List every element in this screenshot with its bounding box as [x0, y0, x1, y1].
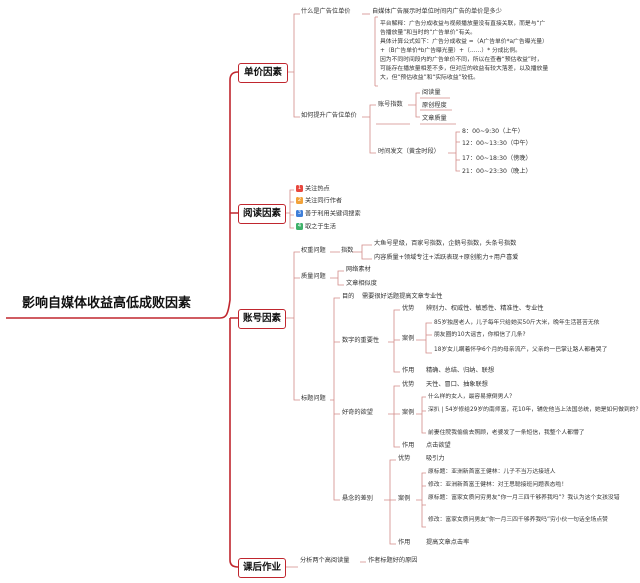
- node-effect: 作用: [398, 539, 411, 546]
- priority-4-icon: 4: [296, 223, 303, 230]
- case-6: 前妻住院我偷偷去照顾，老婆发了一条短信，我整个人都懵了: [428, 430, 585, 436]
- time-slot: 12：00~13:30（中午）: [462, 140, 532, 147]
- leaf-index-factors: 内容质量+领域专注+活跃表现+原创能力+用户喜爱: [374, 254, 519, 261]
- leaf-effect-2: 点击欲望: [426, 442, 451, 449]
- node-case: 案例: [402, 335, 415, 342]
- leaf-article-quality: 文章质量: [422, 115, 447, 122]
- homework-1: 分析两个高阅读量: [300, 557, 350, 564]
- case-1: 85岁独居老人，儿子每年只给她买50斤大米，晚年生活甚苦无依: [434, 320, 600, 326]
- node-title: 标题问题: [301, 395, 326, 402]
- node-advantage: 优势: [398, 455, 411, 462]
- root-title: 影响自媒体收益高低成败因素: [22, 296, 192, 311]
- leaf-web-material: 网络素材: [346, 266, 371, 273]
- case-3: 18岁女儿瞒着怀孕6个月的母亲流产，父亲的一巴掌让路人都看哭了: [434, 347, 608, 353]
- node-effect: 作用: [402, 367, 415, 374]
- leaf-advantage-3: 吸引力: [426, 455, 445, 462]
- node-account-index: 账号指数: [378, 101, 403, 108]
- priority-1-icon: 1: [296, 185, 303, 192]
- priority-2-icon: 2: [296, 197, 303, 204]
- case-9: 原标题：富家女质问穷男友“你一月三四千够养我吗”？我认为这个女孩没错: [428, 495, 620, 501]
- explain-line: 平台解释：广告分成收益与视频播放量没有直接关联，而是与“广: [380, 21, 546, 27]
- branch-danjia[interactable]: 单价因素: [238, 63, 288, 83]
- leaf-similarity: 文章相似度: [346, 280, 377, 287]
- case-7: 原标题：亚洲新首富王健林：儿子不当万达接班人: [428, 469, 556, 475]
- explain-line: 告播放量”和当时的“广告单价”有关。: [380, 30, 476, 36]
- node-number-importance: 数字的重要性: [342, 337, 380, 344]
- branch-yuedu[interactable]: 阅读因素: [238, 204, 286, 224]
- case-8: 修改：亚洲新首富王健林：对王思聪接班问题表态啦！: [428, 482, 568, 488]
- node-advantage: 优势: [402, 381, 415, 388]
- explain-line: 具体计算公式如下：广告分成收益 =（A广告单价*a广告曝光量）: [380, 39, 548, 45]
- node-golden-time: 时间发文（黄金时段）: [378, 148, 440, 155]
- leaf-effect-3: 提高文章点击率: [426, 539, 470, 546]
- node-effect: 作用: [402, 442, 415, 449]
- root-to-branches: [219, 71, 239, 568]
- leaf-purpose-text: 需要很好话题提高文章专业性: [362, 293, 443, 300]
- node-quality: 质量问题: [301, 273, 326, 280]
- time-slot: 8：00~9:30（上午）: [462, 128, 524, 135]
- node-index: 指数: [341, 247, 354, 254]
- priority-3-icon: 3: [296, 210, 303, 217]
- branch-kehou[interactable]: 课后作业: [238, 558, 286, 578]
- explain-line: 大，但“预估收益”和“实际收益”较低。: [380, 75, 479, 81]
- node-purpose: 目的: [342, 293, 355, 300]
- time-slot: 21：00~23:30（晚上）: [462, 168, 532, 175]
- node-advantage: 优势: [402, 305, 415, 312]
- a-what-is-price: 自媒体广告展示时单位时间内广告的单价是多少: [372, 8, 502, 15]
- leaf-effect-1: 精确、总结、归纳、联想: [426, 367, 495, 374]
- leaf-advantage-2: 天性、冒口、抽象联想: [426, 381, 488, 388]
- q-what-is-price: 什么是广告位单价: [301, 8, 351, 15]
- explain-line: 因为不同时间段内的广告单价不同，所以在查看“预估收益”时，: [380, 57, 543, 63]
- case-10: 修改：富家女质问男友“你一月三四千够养我吗”穷小伙一句话全场点赞: [428, 517, 608, 523]
- node-case: 案例: [402, 409, 415, 416]
- explain-line: +（B广告单价*b广告曝光量）+（……）* 分成比例。: [380, 48, 521, 54]
- node-curiosity: 好奇的欲望: [342, 409, 373, 416]
- q-how-raise-price: 如何提升广告位单价: [301, 112, 357, 119]
- explain-line: 可能存在播放量相差不多，但对应的收益有较大落差，以及播放量: [380, 66, 549, 72]
- case-2: 朋友圈的10大谣言，你相信了几条?: [434, 332, 526, 338]
- leaf-platform-index: 大鱼号星级，百家号指数，企鹅号指数，头条号指数: [374, 240, 517, 247]
- leaf-advantage-1: 辨别力、权威性、敏感性、精准性、专业性: [426, 305, 544, 312]
- leaf-read-volume: 阅读量: [422, 89, 441, 96]
- case-5: 深扒 | 54岁修给29岁的南师富，花10年，辅佐他当上法国总统，她是如何做到的…: [428, 407, 640, 413]
- node-case: 案例: [398, 495, 411, 502]
- homework-2: 作者标题好的原因: [368, 557, 418, 564]
- leaf-originality: 原创程度: [422, 102, 447, 109]
- branch-zhanghao[interactable]: 账号因素: [238, 309, 286, 329]
- node-weight: 权重问题: [301, 247, 326, 254]
- node-suspense: 悬念的差别: [342, 495, 373, 502]
- time-slot: 17：00~18:30（傍晚）: [462, 155, 532, 162]
- case-4: 什么样的女人，最容易撩倒男人？: [428, 394, 515, 400]
